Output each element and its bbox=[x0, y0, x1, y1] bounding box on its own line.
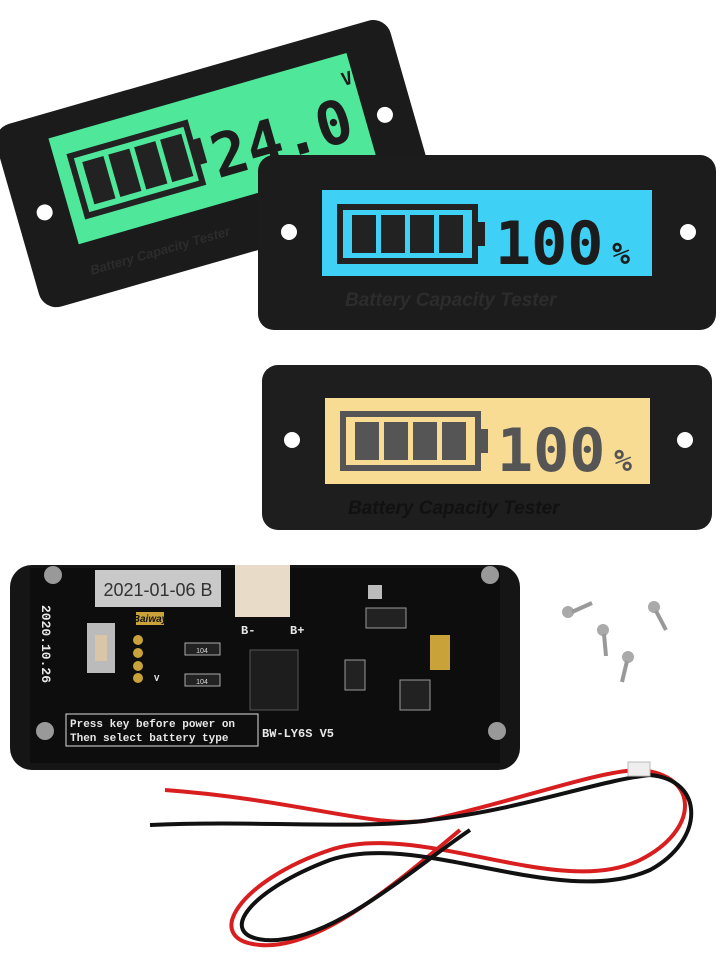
panel-label: Battery Capacity Tester bbox=[345, 290, 558, 311]
screw-icon bbox=[597, 624, 609, 657]
mount-hole bbox=[680, 224, 696, 240]
pin-label: V bbox=[154, 674, 160, 684]
percent-reading: 100 bbox=[495, 209, 603, 279]
screw-head bbox=[488, 722, 506, 740]
jst-connector bbox=[235, 565, 290, 617]
panel-label: Battery Capacity Tester bbox=[348, 498, 561, 519]
screw-icon bbox=[648, 601, 668, 631]
battery-icon bbox=[337, 204, 485, 264]
date-sticker bbox=[95, 570, 221, 607]
wire-connector bbox=[627, 761, 651, 777]
mount-hole bbox=[36, 204, 53, 221]
pcb-board: 2021-01-06 B 2020.10.26 Baiway B- B+ V 1… bbox=[10, 565, 520, 770]
resistor-label: 104 bbox=[196, 648, 208, 655]
instruction-line-2: Then select battery type bbox=[70, 733, 229, 745]
connector-plus-label: B+ bbox=[290, 624, 304, 638]
mount-hole bbox=[677, 432, 693, 448]
screw-head bbox=[44, 566, 62, 584]
mount-hole bbox=[281, 224, 297, 240]
battery-icon bbox=[66, 119, 208, 220]
instruction-line-1: Press key before power on bbox=[70, 719, 235, 731]
resistor-label: 104 bbox=[196, 679, 208, 686]
percent-unit: % bbox=[614, 444, 632, 479]
date-print: 2020.10.26 bbox=[38, 605, 53, 683]
amber-display-panel: 100 % Battery Capacity Tester bbox=[262, 365, 712, 530]
percent-reading: 100 bbox=[497, 416, 605, 486]
percent-unit: % bbox=[612, 237, 630, 272]
sticker-text: 2021-01-06 B bbox=[103, 580, 212, 600]
model-label: BW-LY6S V5 bbox=[262, 727, 334, 741]
screw-icon bbox=[620, 651, 634, 683]
black-wire bbox=[149, 772, 694, 943]
screw-head bbox=[481, 566, 499, 584]
blue-display-panel: 100 % Battery Capacity Tester bbox=[258, 155, 716, 330]
ic-chip bbox=[249, 649, 299, 711]
screw-head bbox=[36, 722, 54, 740]
wire-harness bbox=[149, 761, 694, 948]
brand-logo: Baiway bbox=[133, 614, 168, 625]
mount-hole bbox=[376, 106, 393, 123]
connector-minus-label: B- bbox=[241, 624, 255, 638]
green-lcd-screen bbox=[48, 53, 377, 245]
loose-screws bbox=[562, 601, 668, 683]
mount-hole bbox=[284, 432, 300, 448]
screw-icon bbox=[562, 601, 593, 618]
battery-icon bbox=[340, 411, 488, 471]
